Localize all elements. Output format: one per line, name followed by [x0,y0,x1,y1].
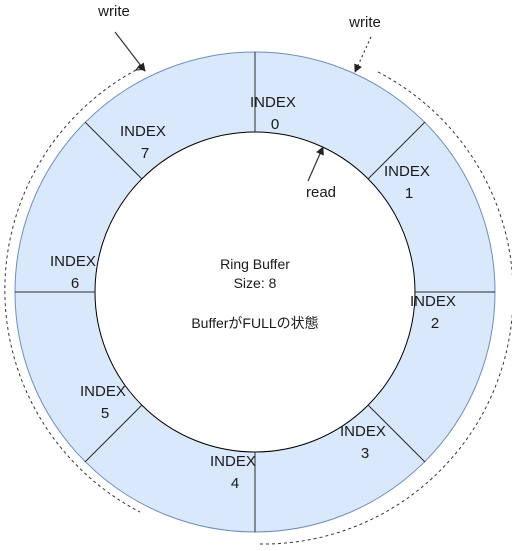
slot-labels: INDEX 0 INDEX 1 INDEX 2 INDEX 3 INDEX 4 … [50,94,460,492]
slot-7-label: INDEX 7 [120,123,170,162]
inner-circle [94,131,416,453]
slot-5-label: INDEX 5 [80,383,130,422]
buffer-title: Ring Buffer [220,256,290,272]
slot-1-label: INDEX 1 [384,163,434,202]
write-right-dashed-arc [257,71,512,545]
write-left-dashed-arc [4,70,140,513]
write-pointer-right: write [257,14,512,545]
write-left-arrow [114,31,146,72]
divider-7 [84,121,143,180]
slot-2-label: INDEX 2 [410,293,460,332]
write-pointer-left: write [4,3,146,513]
read-arrow [307,146,324,182]
write-right-arrow [354,36,372,73]
divider-5 [84,404,143,463]
center-text: Ring Buffer Size: 8 BufferがFULLの状態 [191,256,318,331]
read-label: read [306,184,336,201]
buffer-state: BufferがFULLの状態 [191,315,318,331]
write-right-label: write [348,14,381,31]
buffer-size: Size: 8 [234,275,277,291]
read-pointer: read [306,146,336,201]
slot-3-label: INDEX 3 [340,423,390,462]
slot-6-label: INDEX 6 [50,253,100,292]
divider-3 [367,404,426,463]
slot-4-label: INDEX 4 [210,453,260,492]
slot-0-label: INDEX 0 [250,94,300,133]
write-left-label: write [97,3,130,20]
divider-1 [367,121,426,180]
slot-dividers [15,52,495,532]
